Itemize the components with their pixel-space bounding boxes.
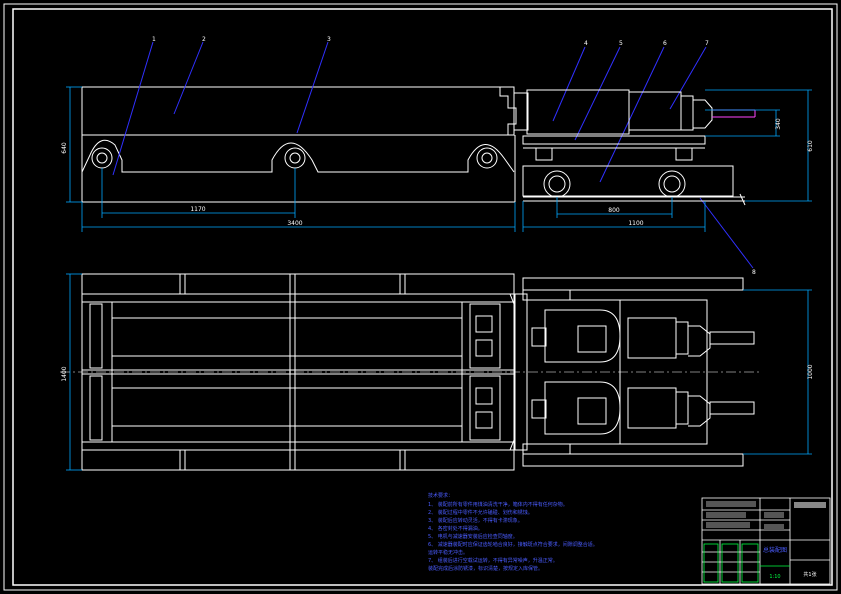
balloon-5: 5 — [619, 40, 623, 47]
dim-label: 3400 — [287, 220, 302, 227]
outer-border — [3, 3, 838, 591]
balloon-3: 3 — [327, 36, 331, 43]
notes-title: 技术要求： — [428, 492, 453, 499]
balloon-8: 8 — [752, 269, 756, 276]
balloon-4: 4 — [584, 40, 588, 47]
balloon-1: 1 — [152, 36, 156, 43]
wheel-left-2 — [284, 147, 306, 169]
dim-label: 640 — [61, 142, 68, 154]
dims-top-left — [66, 86, 516, 232]
wheel-left-3 — [476, 147, 498, 169]
dims-bottom-right — [743, 289, 812, 455]
note-line: 4、 各密封处不得漏油。 — [428, 525, 483, 532]
note-line: 7、 组装后进行空载试运转，不得有异常噪声，升温正常。 — [428, 557, 558, 564]
title-block-sheet: 共1张 — [803, 571, 816, 578]
technical-notes: 技术要求： 1、 装配前所有零件用煤油清洗干净，箱体内不得有任何杂物。 2、 装… — [428, 492, 598, 572]
dim-label: 1170 — [190, 206, 205, 213]
dims-top-right — [522, 89, 812, 232]
title-block-green — [703, 543, 790, 583]
plan-view-right — [514, 277, 755, 467]
balloon-6: 6 — [663, 40, 667, 47]
dim-label: 1000 — [807, 364, 814, 379]
note-line: 3、 装配后应转动灵活，不得有卡滞现象。 — [428, 517, 523, 524]
front-view-left — [81, 86, 529, 203]
title-block — [701, 497, 831, 585]
dim-label: 1100 — [628, 220, 643, 227]
title-block-scale: 1:10 — [769, 574, 780, 580]
note-line: 5、 电机与减速器安装后应检查同轴度。 — [428, 533, 518, 540]
note-line: 装配完成后涂防锈漆，标识清楚，按规定入库保管。 — [428, 565, 543, 572]
dim-label: 610 — [807, 140, 814, 152]
wheel-side-2 — [658, 170, 686, 198]
note-line: 1、 装配前所有零件用煤油清洗干净，箱体内不得有任何杂物。 — [428, 501, 568, 508]
wheel-left-1 — [91, 147, 113, 169]
dim-label: 800 — [608, 207, 620, 214]
inner-border — [12, 8, 833, 586]
balloon-7: 7 — [705, 40, 709, 47]
note-line: 6、 减速器装配时应保证齿轮啮合良好，接触斑点符合要求，间隙调整合适。 — [428, 541, 598, 548]
note-line: 2、 装配过程中零件不允许磕碰、划伤和锈蚀。 — [428, 509, 533, 516]
leader-lines — [112, 41, 754, 269]
title-block-drawing-name: 总装配图 — [763, 546, 787, 554]
wheel-side-1 — [543, 170, 571, 198]
note-line: 运转平稳无冲击。 — [428, 549, 468, 556]
dim-label: 340 — [775, 118, 782, 130]
plan-view-left — [81, 273, 515, 471]
balloon-2: 2 — [202, 36, 206, 43]
dim-label: 1400 — [61, 366, 68, 381]
side-view-right — [522, 89, 746, 206]
